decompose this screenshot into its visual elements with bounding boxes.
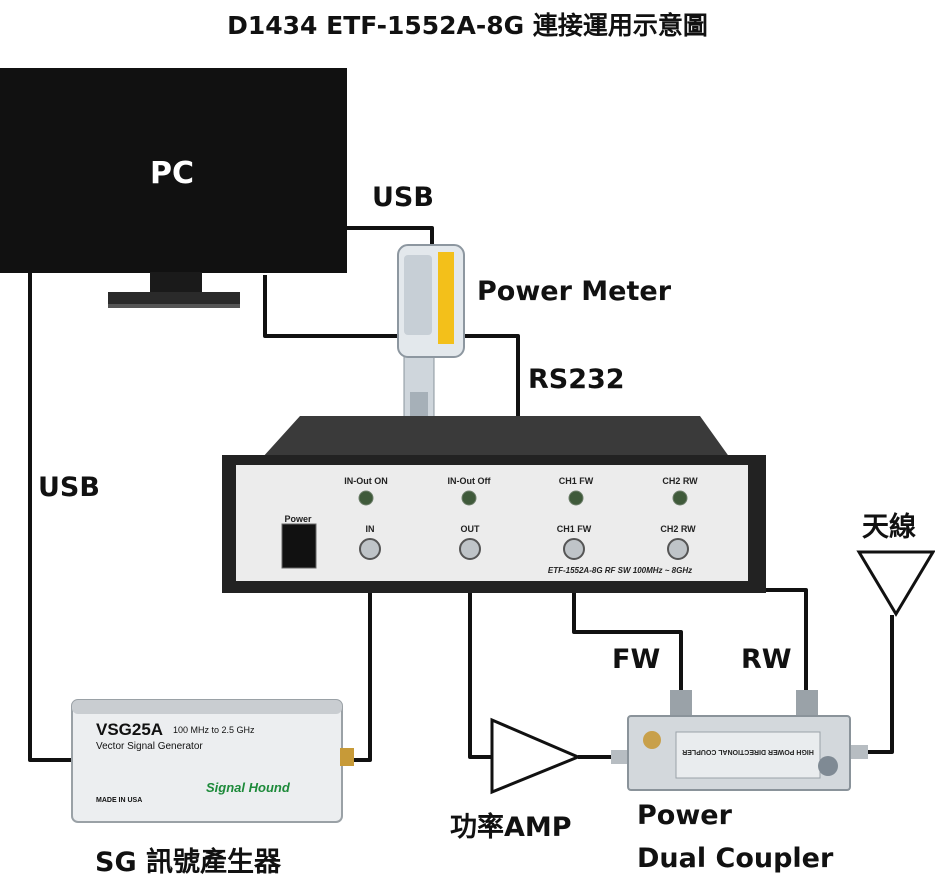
coupler-label-line2: Dual Coupler	[637, 843, 834, 874]
fw-label: FW	[612, 644, 661, 675]
antenna-label: 天線	[862, 512, 916, 543]
dual-coupler-device	[611, 690, 868, 791]
cable-coupler-antenna	[866, 615, 894, 754]
antenna-symbol	[856, 550, 935, 617]
port-label-ch1-fw: CH1 FW	[556, 524, 592, 534]
power-meter-label: Power Meter	[477, 276, 672, 307]
coupler-label-line1: Power	[637, 800, 732, 831]
sg-subtitle: Vector Signal Generator	[96, 741, 203, 752]
power-meter-device	[397, 244, 465, 426]
amp-label: 功率AMP	[450, 812, 572, 843]
switch-model-text: ETF-1552A-8G RF SW 100MHz ~ 8GHz	[547, 566, 693, 575]
rf-switch-box	[222, 416, 766, 593]
cable-pc-powermeter-usb	[347, 226, 434, 250]
rs232-label: RS232	[528, 364, 625, 395]
coupler-plate-text: HIGH POWER DIRECTIONAL COUPLER	[682, 748, 814, 755]
port-label-in: IN	[365, 524, 375, 534]
led-label-in-out-off: IN-Out Off	[447, 476, 491, 486]
led-label-ch1-fw: CH1 FW	[558, 476, 594, 486]
diagram-title: D1434 ETF-1552A-8G 連接運用示意圖	[227, 11, 708, 40]
port-label-ch2-rw: CH2 RW	[660, 524, 696, 534]
sg-made-in: MADE IN USA	[96, 797, 143, 804]
cable-switch-out-amp	[468, 557, 492, 759]
pc-monitor	[0, 68, 347, 308]
sg-model: VSG25A	[96, 720, 164, 739]
usb-left-label: USB	[38, 472, 100, 503]
amp-symbol	[490, 717, 582, 795]
sg-brand: Signal Hound	[206, 780, 290, 795]
cable-pc-sg-usb	[28, 273, 72, 762]
led-label-in-out-on: IN-Out ON	[344, 476, 388, 486]
sg-range: 100 MHz to 2.5 GHz	[173, 725, 255, 735]
power-switch-label: Power	[284, 514, 312, 524]
usb-top-label: USB	[372, 182, 434, 213]
led-label-ch2-rw: CH2 RW	[662, 476, 698, 486]
rw-label: RW	[741, 644, 792, 675]
signal-generator-device	[71, 699, 354, 823]
sg-caption: SG 訊號產生器	[95, 847, 282, 878]
pc-label: PC	[150, 156, 195, 191]
cable-ch1-fw	[572, 557, 683, 700]
cable-pc-switch-rs232	[263, 275, 520, 418]
port-label-out: OUT	[460, 524, 480, 534]
